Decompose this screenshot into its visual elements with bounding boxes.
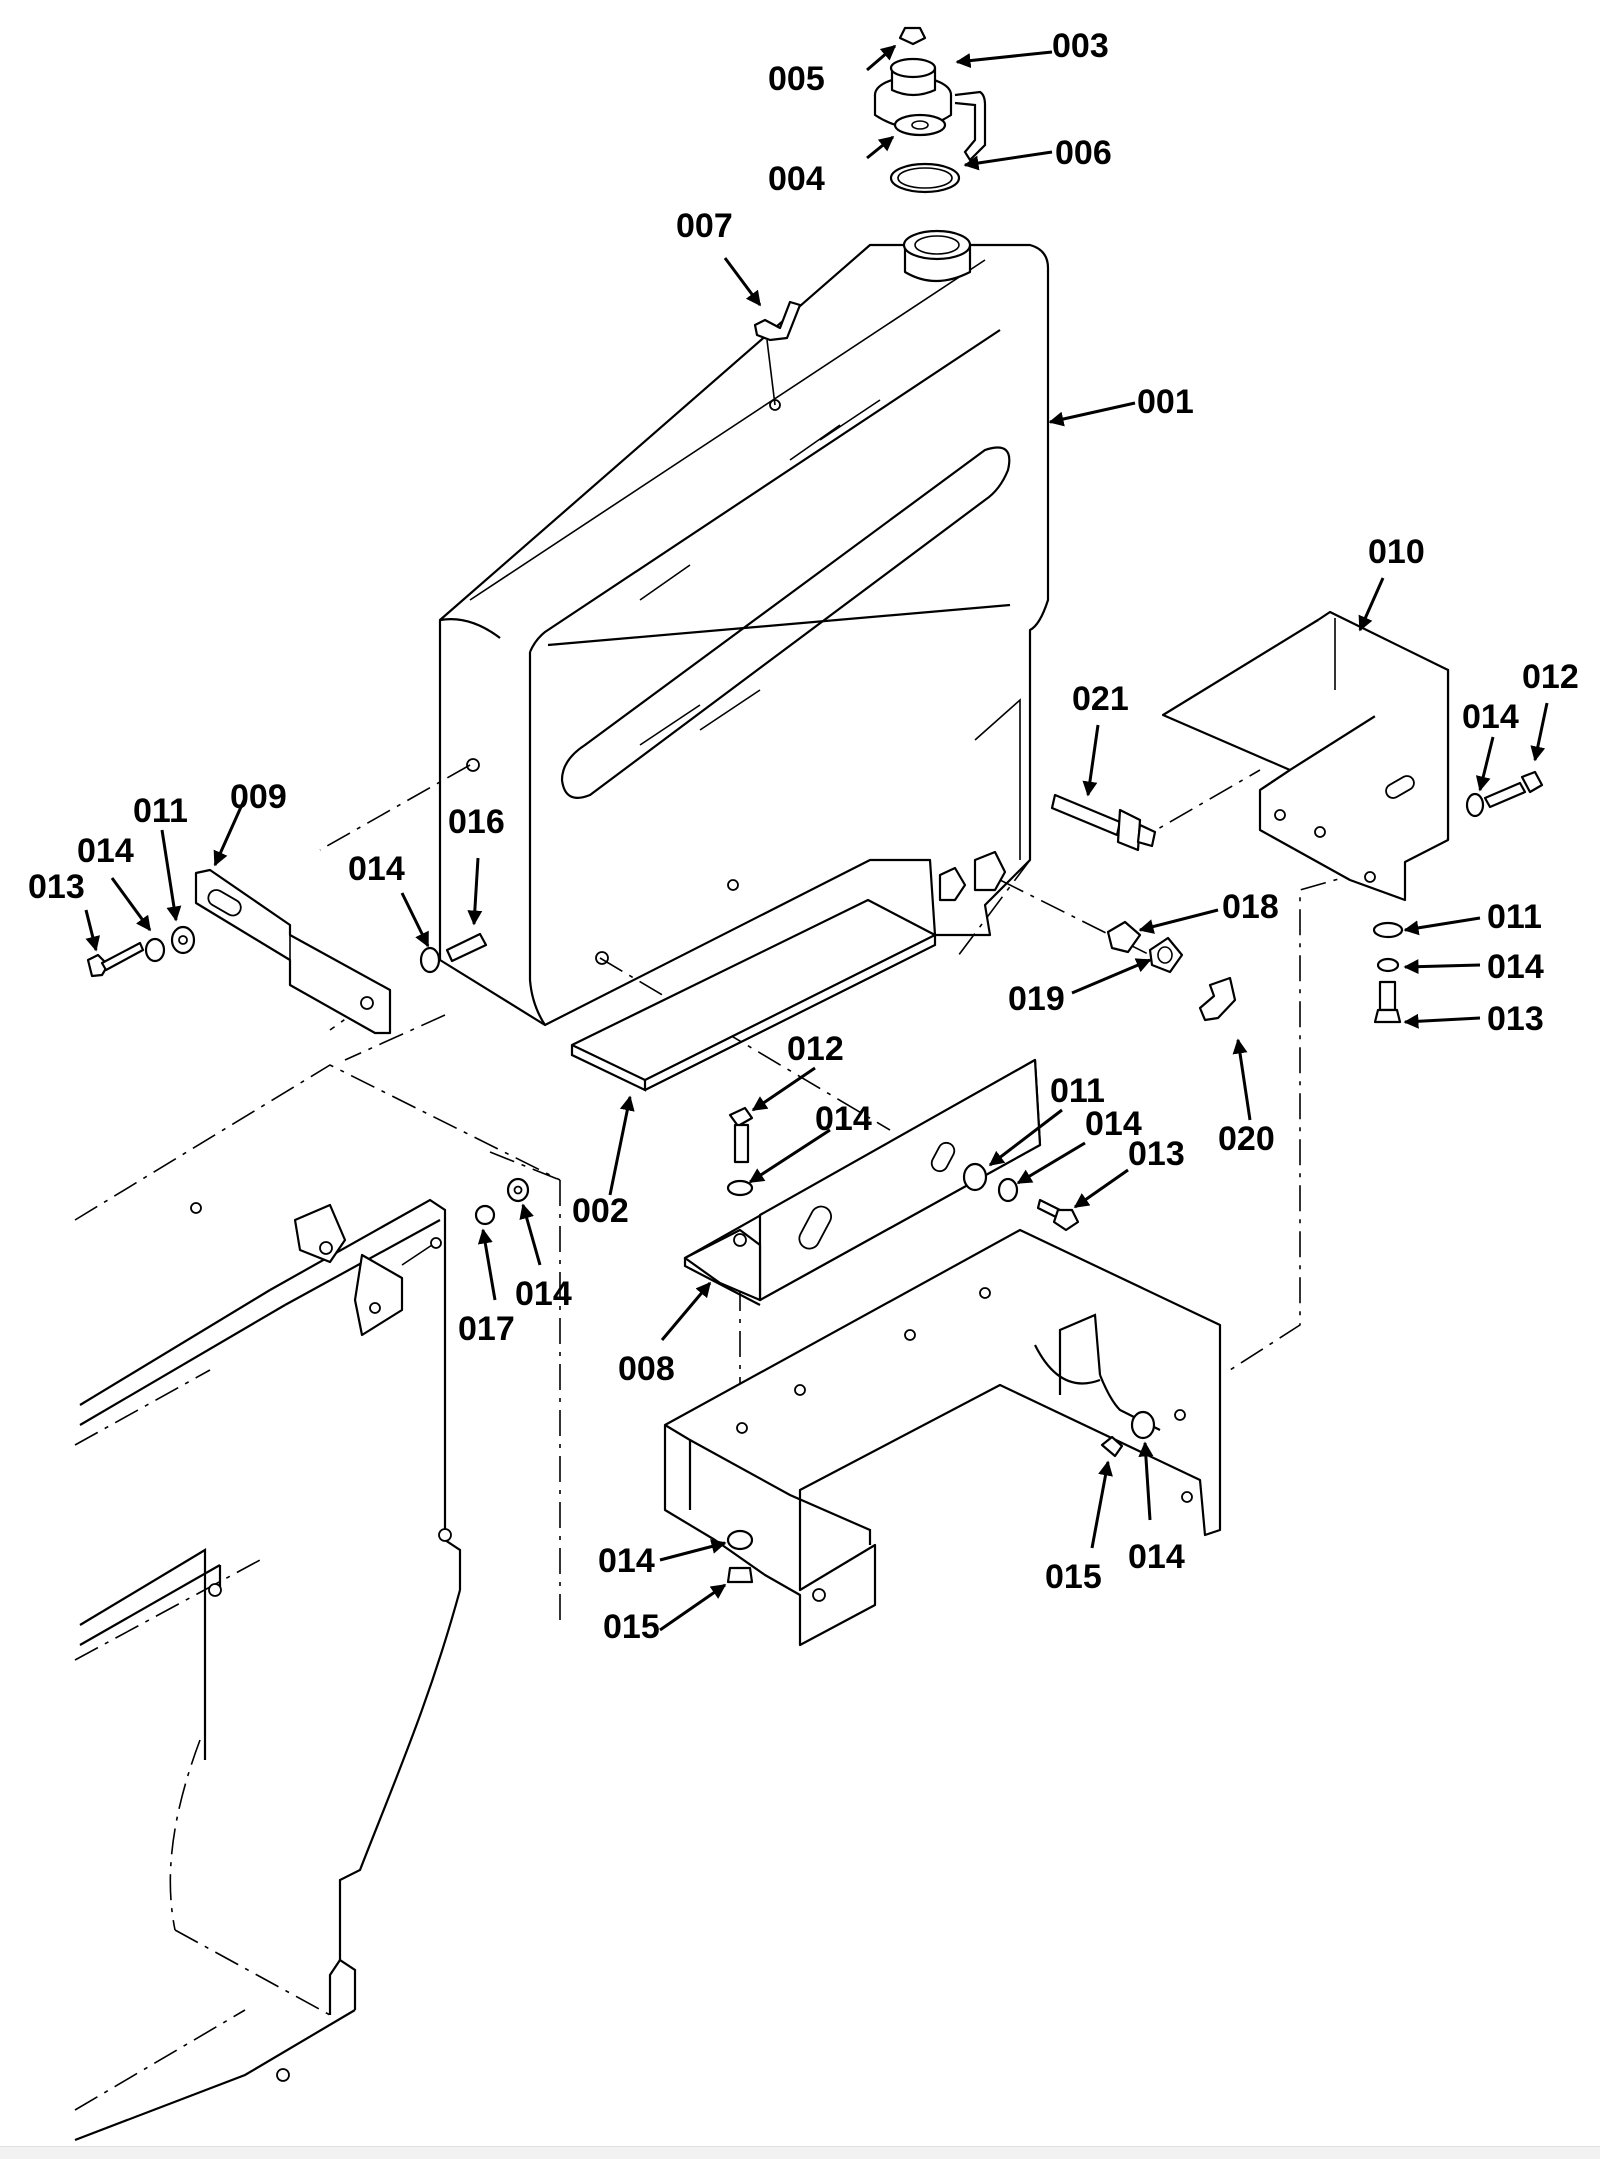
label-008: 008 [618,1350,675,1388]
label-012-right: 012 [1522,658,1579,696]
centerline [319,764,471,851]
label-012-mid: 012 [787,1030,844,1068]
fasteners [86,26,1544,1584]
label-013-right: 013 [1487,1000,1544,1038]
label-004: 004 [768,160,825,198]
label-014-bracket: 014 [815,1100,872,1138]
centerline [599,957,891,1131]
label-010: 010 [1368,533,1425,571]
label-014-bottom-right: 014 [1128,1538,1185,1576]
lower-mount [663,1228,1222,1647]
label-002: 002 [572,1192,629,1230]
label-015-right: 015 [1045,1558,1102,1596]
chassis-frame [74,1064,561,2142]
label-001: 001 [1137,383,1194,421]
label-020: 020 [1218,1120,1275,1158]
centerline [489,1151,561,1181]
bracket-009 [194,868,392,1035]
label-015-bottom: 015 [603,1608,660,1646]
leader-lines [84,44,1549,1632]
label-014-right: 014 [1462,698,1519,736]
label-011-mid: 011 [1050,1072,1105,1110]
part-labels: 003 005 004 006 007 001 010 012 014 021 … [28,27,1579,1646]
label-006: 006 [1055,134,1112,172]
tank-pad [570,898,937,1092]
bracket-010 [1161,610,1450,902]
label-014-bottom: 014 [598,1542,655,1580]
label-014-right-lower: 014 [1487,948,1544,986]
label-009: 009 [230,778,287,816]
centerline [1229,869,1371,1371]
label-014-left: 014 [77,832,134,870]
centerline [344,1014,446,1061]
fuel-tank [438,229,1050,1027]
label-014-frame: 014 [515,1275,572,1313]
label-005: 005 [768,60,825,98]
label-019: 019 [1008,980,1065,1018]
page-bottom-bar [0,2146,1600,2159]
label-018: 018 [1222,888,1279,926]
centerline [954,859,1031,961]
label-013-mid: 013 [1128,1135,1185,1173]
label-017: 017 [458,1310,515,1348]
label-014-mid-right: 014 [1085,1105,1142,1143]
label-011-left: 011 [133,792,188,830]
label-014-mid: 014 [348,850,405,888]
label-016: 016 [448,803,505,841]
label-011-right: 011 [1487,898,1542,936]
tank-bracket-edge [974,698,1021,860]
bracket-008 [683,1058,1042,1306]
label-003: 003 [1052,27,1109,65]
label-007: 007 [676,207,733,245]
label-013-left: 013 [28,868,85,906]
label-021: 021 [1072,680,1129,718]
